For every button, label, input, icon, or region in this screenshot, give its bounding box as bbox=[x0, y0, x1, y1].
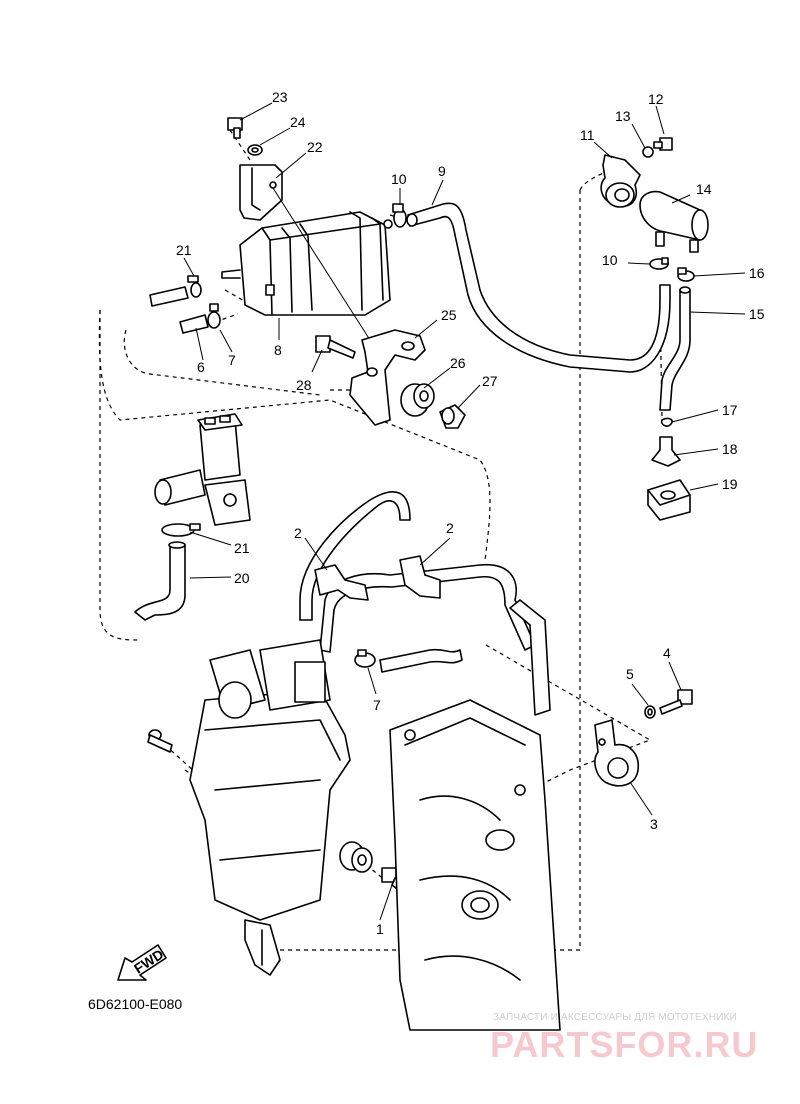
callout-11: 11 bbox=[580, 127, 595, 143]
callout-labels: 23 24 22 10 9 11 13 12 14 21 8 6 7 25 28… bbox=[176, 89, 765, 937]
bracket-part-25 bbox=[349, 329, 426, 426]
bolt-part-4 bbox=[659, 689, 693, 715]
washer-part-13 bbox=[642, 146, 654, 158]
callout-12: 12 bbox=[648, 91, 664, 107]
filter-part-14 bbox=[639, 190, 709, 253]
vapor-separator bbox=[147, 639, 351, 976]
callout-1: 1 bbox=[376, 921, 384, 937]
grommet-part-1 bbox=[339, 841, 373, 873]
clamp-part-21-upper bbox=[187, 275, 202, 298]
callout-15: 15 bbox=[749, 306, 765, 322]
callout-9: 9 bbox=[438, 163, 446, 179]
callout-10-right: 10 bbox=[602, 252, 618, 268]
callout-7-upper: 7 bbox=[228, 352, 236, 368]
engine-block bbox=[389, 699, 561, 1031]
clamp-part-21-lower bbox=[161, 523, 201, 537]
leader-lines bbox=[183, 102, 746, 921]
callout-18: 18 bbox=[722, 441, 738, 457]
hose-part-15 bbox=[659, 286, 691, 411]
hose-part-6 bbox=[149, 286, 209, 334]
grommet-part-26 bbox=[400, 383, 435, 417]
callout-22: 22 bbox=[307, 139, 323, 155]
callout-6: 6 bbox=[197, 359, 205, 375]
callout-8: 8 bbox=[274, 342, 282, 358]
valve-assembly bbox=[154, 413, 251, 526]
clamp-part-3 bbox=[594, 719, 640, 787]
bolt-part-12 bbox=[653, 137, 673, 151]
fwd-arrow-icon: FWD bbox=[117, 944, 167, 981]
watermark-caption: ЗАПЧАСТИ И АКСЕССУАРЫ ДЛЯ МОТОТЕХНИКИ bbox=[493, 1012, 738, 1023]
bolt-part-23 bbox=[227, 117, 243, 139]
washer-part-24 bbox=[247, 144, 263, 156]
callout-4: 4 bbox=[663, 645, 671, 661]
hose-part-20 bbox=[134, 541, 186, 621]
callout-17: 17 bbox=[722, 402, 738, 418]
callout-25: 25 bbox=[441, 307, 457, 323]
cap-part-19 bbox=[647, 479, 691, 521]
callout-20: 20 bbox=[234, 570, 250, 586]
callout-13: 13 bbox=[615, 108, 631, 124]
callout-21-lower: 21 bbox=[234, 540, 250, 556]
diagram-code: 6D62100-E080 bbox=[88, 996, 183, 1012]
callout-5: 5 bbox=[626, 666, 634, 682]
callout-10-upper: 10 bbox=[391, 171, 407, 187]
hose-part-9 bbox=[406, 202, 671, 373]
holder-part-11 bbox=[600, 154, 641, 208]
clamp-part-10-right bbox=[649, 257, 669, 270]
callout-24: 24 bbox=[290, 114, 306, 130]
callout-2-left: 2 bbox=[294, 525, 302, 541]
clip-part-17 bbox=[660, 417, 673, 427]
canister-part-8 bbox=[221, 211, 393, 316]
callout-7-lower: 7 bbox=[373, 697, 381, 713]
bolt-part-28 bbox=[315, 335, 356, 359]
callout-3: 3 bbox=[650, 816, 658, 832]
holder-part-2-right bbox=[399, 555, 441, 599]
callout-21-upper: 21 bbox=[176, 242, 192, 258]
clamp-part-7-upper bbox=[207, 303, 221, 329]
callout-27: 27 bbox=[482, 373, 498, 389]
clamp-part-7-lower bbox=[354, 649, 376, 668]
callout-28: 28 bbox=[296, 377, 312, 393]
watermark-logo: PARTSFOR.RU bbox=[490, 1024, 759, 1065]
washer-part-5 bbox=[644, 705, 656, 719]
fitting-part-18 bbox=[651, 436, 681, 467]
collar-part-27 bbox=[439, 404, 466, 429]
callout-23: 23 bbox=[272, 89, 288, 105]
clamp-part-10-upper bbox=[392, 203, 407, 228]
hose-routing-center bbox=[299, 491, 551, 716]
callout-26: 26 bbox=[450, 355, 466, 371]
callout-2-right: 2 bbox=[446, 520, 454, 536]
holder-part-2-left bbox=[314, 564, 369, 601]
callout-19: 19 bbox=[722, 476, 738, 492]
callout-14: 14 bbox=[696, 181, 712, 197]
callout-16: 16 bbox=[749, 265, 765, 281]
clamp-part-16 bbox=[677, 267, 695, 282]
bracket-part-22 bbox=[239, 164, 371, 341]
